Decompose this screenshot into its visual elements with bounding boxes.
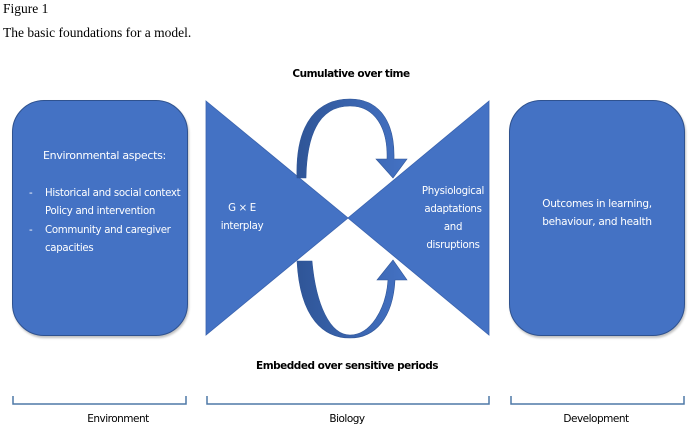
bracket-development: [510, 396, 685, 405]
cumulative-label: Cumulative over time: [292, 68, 410, 80]
text-line: Physiological: [421, 186, 485, 197]
environment-list-item: Policy and intervention: [29, 203, 181, 221]
left-triangle: [205, 100, 349, 336]
physiological-text: Physiological adaptations and disruption…: [422, 183, 484, 255]
environment-box: Environmental aspects: - Historical and …: [12, 100, 188, 336]
right-triangle: [347, 100, 490, 336]
text-line: G × E: [228, 203, 256, 214]
list-marker: -: [29, 224, 33, 236]
text-line: adaptations: [424, 204, 482, 215]
environment-list-item: - Community and caregiver capacities: [29, 222, 181, 259]
development-text: Outcomes in learning, behaviour, and hea…: [510, 195, 684, 231]
bottom-curved-arrow: [296, 259, 408, 339]
environment-label: Environment: [87, 413, 149, 425]
gxe-interplay-text: G × E interplay: [221, 200, 264, 236]
top-curved-arrow: [296, 98, 408, 179]
development-box: Outcomes in learning, behaviour, and hea…: [509, 100, 685, 336]
list-item-text: Community and caregiver capacities: [45, 224, 171, 254]
text-line: behaviour, and health: [542, 216, 652, 228]
development-label: Development: [563, 413, 629, 425]
text-line: Outcomes in learning,: [542, 198, 652, 210]
list-item-text: Historical and social context: [45, 188, 181, 199]
figure-number: Figure 1: [3, 1, 49, 16]
figure-title: The basic foundations for a model.: [3, 25, 192, 40]
list-item-text: Policy and intervention: [45, 206, 156, 218]
text-line: and: [443, 222, 463, 233]
environment-list-item: - Historical and social context: [29, 185, 181, 203]
list-marker: -: [29, 188, 33, 199]
embedded-label: Embedded over sensitive periods: [256, 360, 438, 372]
environment-heading: Environmental aspects:: [43, 149, 166, 162]
text-line: disruptions: [426, 240, 480, 251]
biology-label: Biology: [329, 413, 365, 425]
bracket-environment: [12, 396, 187, 405]
environment-list: - Historical and social context Policy a…: [29, 185, 181, 258]
text-line: interplay: [220, 221, 264, 232]
bracket-biology: [206, 396, 490, 405]
